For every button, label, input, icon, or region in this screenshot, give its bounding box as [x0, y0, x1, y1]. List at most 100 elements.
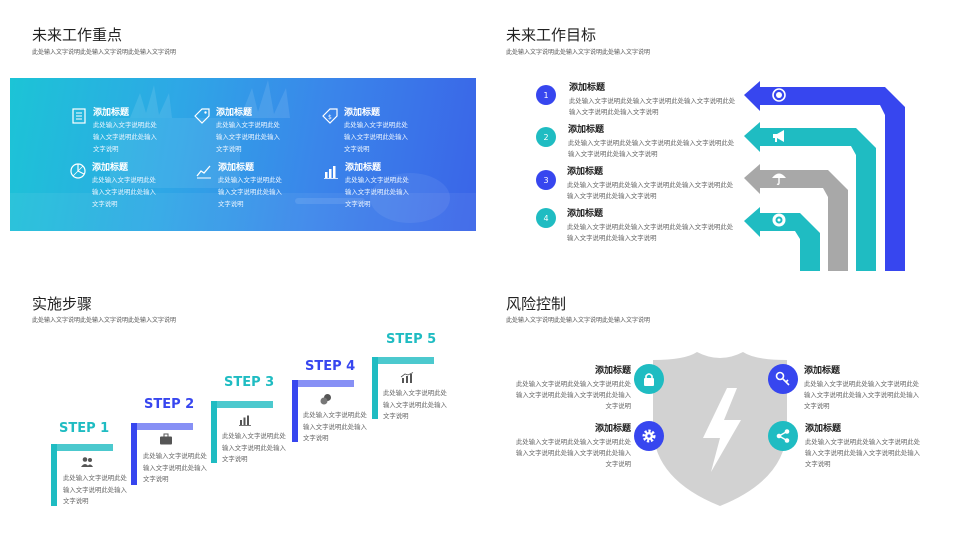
- risk-item-title: 添加标题: [594, 424, 631, 434]
- tag-icon: [194, 108, 210, 124]
- focus-item-title: 添加标题: [344, 108, 381, 118]
- bar-chart-icon: [324, 166, 338, 179]
- goal-number: 3: [536, 170, 556, 190]
- risk-item-text: 此处输入文字说明此处输入文字说明此处输入文字说明此处输入文字说明此处输入文字说明: [515, 438, 631, 468]
- step-bar-side: [372, 357, 378, 419]
- q4-subtitle: 此处输入文字说明此处输入文字说明此处输入文字说明: [506, 317, 651, 324]
- goal-number: 2: [536, 127, 556, 147]
- focus-item-title: 添加标题: [93, 108, 130, 118]
- step-bar-top: [131, 423, 193, 430]
- lock-icon: [644, 373, 654, 386]
- focus-item-text: 此处输入文字说明此处输入文字说明此处输入文字说明: [345, 176, 409, 208]
- goal-item-text: 此处输入文字说明此处输入文字说明此处输入文字说明此处输入文字说明此处输入文字说明: [567, 223, 734, 242]
- risk-item: 添加标题 此处输入文字说明此处输入文字说明此处输入文字说明此处输入文字说明此处输…: [513, 421, 631, 470]
- bar-chart-icon: [239, 415, 251, 426]
- pie-chart-icon: [70, 163, 86, 179]
- step-label: STEP 4: [305, 359, 356, 374]
- q1-title: 未来工作重点: [32, 26, 123, 44]
- risk-item-title: 添加标题: [594, 366, 631, 376]
- goal-item-title: 添加标题: [567, 167, 604, 177]
- goal-number: 4: [536, 208, 556, 228]
- step-text: 此处输入文字说明此处输入文字说明此处输入文字说明: [143, 452, 207, 483]
- q3-subtitle: 此处输入文字说明此处输入文字说明此处输入文字说明: [32, 317, 177, 324]
- svg-text:$: $: [328, 114, 332, 121]
- step-bar-top: [211, 401, 273, 408]
- goal-number: 1: [536, 85, 556, 105]
- document-icon: [72, 108, 86, 124]
- step-bar-side: [51, 444, 57, 506]
- goal-item-text: 此处输入文字说明此处输入文字说明此处输入文字说明此处输入文字说明此处输入文字说明: [568, 139, 735, 158]
- goal-item-title: 添加标题: [569, 83, 606, 93]
- key-icon: [775, 371, 790, 386]
- goal-item-text: 此处输入文字说明此处输入文字说明此处输入文字说明此处输入文字说明此处输入文字说明: [567, 181, 734, 200]
- target-icon: [772, 213, 786, 227]
- q2-subtitle: 此处输入文字说明此处输入文字说明此处输入文字说明: [506, 49, 651, 56]
- step-bar-top: [372, 357, 434, 364]
- risk-item-title: 添加标题: [805, 424, 842, 434]
- lightning-shield-icon: [653, 352, 787, 506]
- step-text-block: 此处输入文字说明此处输入文字说明此处输入文字说明: [303, 410, 369, 445]
- users-icon: [81, 457, 93, 467]
- umbrella-icon: [772, 173, 786, 186]
- focus-item-title: 添加标题: [345, 163, 382, 173]
- megaphone-icon: [773, 130, 784, 142]
- q2-title: 未来工作目标: [506, 26, 597, 44]
- q1-subtitle: 此处输入文字说明此处输入文字说明此处输入文字说明: [32, 49, 177, 56]
- step-bar-side: [131, 423, 137, 485]
- step-text: 此处输入文字说明此处输入文字说明此处输入文字说明: [383, 389, 447, 420]
- risk-item: 添加标题 此处输入文字说明此处输入文字说明此处输入文字说明此处输入文字说明此处输…: [805, 421, 923, 470]
- goal-item: 添加标题 此处输入文字说明此处输入文字说明此处输入文字说明此处输入文字说明此处输…: [569, 80, 741, 117]
- step-bar-side: [211, 401, 217, 463]
- focus-banner: 添加标题 此处输入文字说明此处输入文字说明此处输入文字说明 添加标题 此处输入文…: [10, 78, 476, 231]
- risk-item-text: 此处输入文字说明此处输入文字说明此处输入文字说明此处输入文字说明此处输入文字说明: [515, 380, 631, 410]
- goal-item: 添加标题 此处输入文字说明此处输入文字说明此处输入文字说明此处输入文字说明此处输…: [568, 122, 740, 159]
- share-icon: [776, 429, 790, 443]
- power-icon: [772, 88, 786, 102]
- banner-photo-decoration: [10, 80, 476, 231]
- focus-item-text: 此处输入文字说明此处输入文字说明此处输入文字说明: [344, 121, 408, 153]
- step-label: STEP 5: [386, 332, 437, 347]
- focus-item-text: 此处输入文字说明此处输入文字说明此处输入文字说明: [93, 121, 157, 153]
- step-text-block: 此处输入文字说明此处输入文字说明此处输入文字说明: [63, 473, 129, 508]
- step-label: STEP 3: [224, 375, 275, 390]
- step-label: STEP 1: [59, 421, 110, 436]
- focus-item-text: 此处输入文字说明此处输入文字说明此处输入文字说明: [92, 176, 156, 208]
- risk-icon-circle: [634, 421, 664, 451]
- briefcase-icon: [160, 433, 172, 445]
- risk-item-text: 此处输入文字说明此处输入文字说明此处输入文字说明此处输入文字说明此处输入文字说明: [805, 438, 921, 468]
- step-text: 此处输入文字说明此处输入文字说明此处输入文字说明: [222, 432, 286, 463]
- step-bar-side: [292, 380, 298, 442]
- goal-item-title: 添加标题: [568, 125, 605, 135]
- goal-item-title: 添加标题: [567, 209, 604, 219]
- risk-icon-circle: [634, 364, 664, 394]
- focus-item-title: 添加标题: [216, 108, 253, 118]
- step-text-block: 此处输入文字说明此处输入文字说明此处输入文字说明: [383, 388, 449, 423]
- goal-item: 添加标题 此处输入文字说明此处输入文字说明此处输入文字说明此处输入文字说明此处输…: [567, 164, 739, 201]
- step-bar-top: [51, 444, 113, 451]
- q3-title: 实施步骤: [32, 295, 93, 313]
- goal-item-text: 此处输入文字说明此处输入文字说明此处输入文字说明此处输入文字说明此处输入文字说明: [569, 97, 736, 116]
- risk-item: 添加标题 此处输入文字说明此处输入文字说明此处输入文字说明此处输入文字说明此处输…: [804, 363, 922, 412]
- focus-item-title: 添加标题: [218, 163, 255, 173]
- goal-item: 添加标题 此处输入文字说明此处输入文字说明此处输入文字说明此处输入文字说明此处输…: [567, 206, 739, 243]
- focus-item-text: 此处输入文字说明此处输入文字说明此处输入文字说明: [216, 121, 280, 153]
- risk-item: 添加标题 此处输入文字说明此处输入文字说明此处输入文字说明此处输入文字说明此处输…: [513, 363, 631, 412]
- step-text: 此处输入文字说明此处输入文字说明此处输入文字说明: [303, 411, 367, 442]
- risk-item-title: 添加标题: [804, 366, 841, 376]
- step-label: STEP 2: [144, 397, 195, 412]
- gear-icon: [642, 429, 656, 443]
- step-text: 此处输入文字说明此处输入文字说明此处输入文字说明: [63, 474, 127, 505]
- focus-item-text: 此处输入文字说明此处输入文字说明此处输入文字说明: [218, 176, 282, 208]
- step-text-block: 此处输入文字说明此处输入文字说明此处输入文字说明: [143, 451, 209, 486]
- step-bar-top: [292, 380, 354, 387]
- risk-icon-circle: [768, 421, 798, 451]
- step-text-block: 此处输入文字说明此处输入文字说明此处输入文字说明: [222, 431, 288, 466]
- focus-item-title: 添加标题: [92, 163, 129, 173]
- risk-item-text: 此处输入文字说明此处输入文字说明此处输入文字说明此处输入文字说明此处输入文字说明: [804, 380, 920, 410]
- goal-arrows-graphic: [744, 81, 905, 271]
- coins-icon: [320, 394, 331, 405]
- risk-icon-circle: [768, 364, 798, 394]
- price-tag-icon: $: [322, 108, 338, 124]
- growth-chart-icon: [400, 372, 414, 383]
- q4-title: 风险控制: [506, 295, 567, 313]
